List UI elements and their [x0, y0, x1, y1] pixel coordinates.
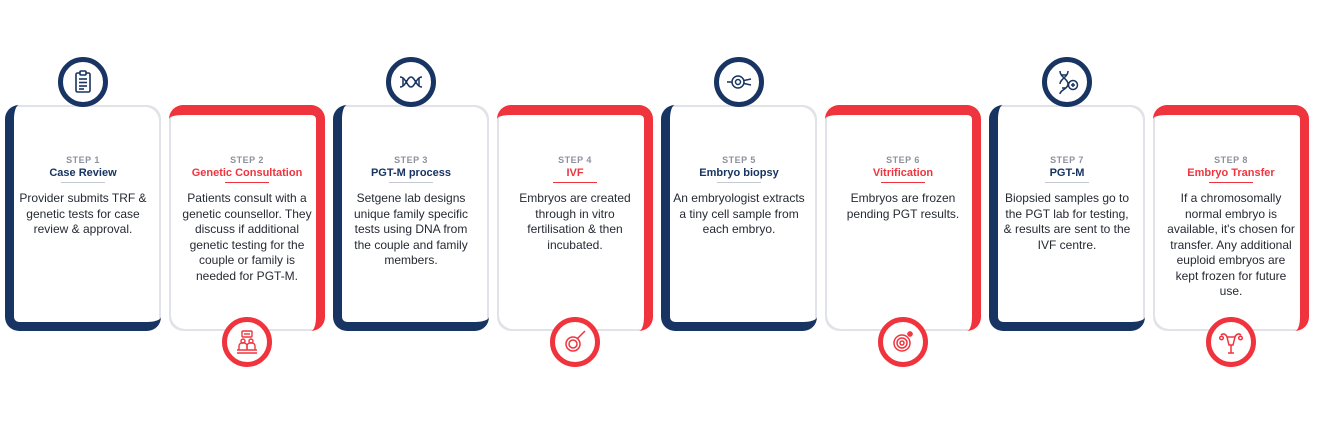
- step-icon-circle: [222, 317, 272, 367]
- step-description: Setgene lab designs unique family specif…: [353, 191, 469, 267]
- step-description: Embryos are created through in vitro fer…: [519, 191, 631, 252]
- step-card-frame: [5, 105, 161, 331]
- step-number: STEP 6: [886, 155, 920, 165]
- step-card-2: STEP 2 Genetic Consultation Patients con…: [169, 105, 325, 367]
- step-description: If a chromosomally normal embryo is avai…: [1167, 191, 1295, 298]
- title-underline: [1209, 182, 1253, 183]
- biopsy-icon: [727, 75, 752, 89]
- step-card-frame: [1153, 105, 1309, 331]
- step-icon-circle: [1206, 317, 1256, 367]
- step-number: STEP 1: [66, 155, 100, 165]
- step-card-frame: [497, 105, 653, 331]
- step-title: Embryo biopsy: [699, 167, 779, 179]
- step-icon-circle: [1042, 57, 1092, 107]
- step-icon-circle: [550, 317, 600, 367]
- step-title: Vitrification: [872, 167, 934, 179]
- fertilisation-icon: [565, 330, 586, 352]
- step-title: IVF: [566, 167, 584, 179]
- step-card-8: STEP 8 Embryo Transfer If a chromosomall…: [1153, 105, 1309, 367]
- step-title: Case Review: [49, 167, 117, 179]
- step-icon-circle: [878, 317, 928, 367]
- uterus-icon: [1218, 333, 1244, 354]
- step-card-frame: [989, 105, 1145, 331]
- step-card-7: STEP 7 PGT-M Biopsied samples go to the …: [989, 57, 1145, 331]
- title-underline: [553, 182, 597, 183]
- step-title: PGT-M: [1049, 167, 1085, 179]
- consultation-icon: [237, 330, 257, 354]
- step-card-3: STEP 3 PGT-M process Setgene lab designs…: [333, 57, 489, 331]
- step-description: Provider submits TRF & genetic tests for…: [19, 191, 147, 236]
- step-card-1: STEP 1 Case Review Provider submits TRF …: [5, 57, 161, 331]
- step-description: Embryos are frozen pending PGT results.: [846, 191, 960, 221]
- step-card-4: STEP 4 IVF Embryos are created through i…: [497, 105, 653, 367]
- step-icon-circle: [386, 57, 436, 107]
- step-description: Biopsied samples go to the PGT lab for t…: [1003, 191, 1131, 252]
- clipboard-icon: [75, 70, 91, 93]
- dna-icon: [399, 76, 423, 88]
- step-number: STEP 8: [1214, 155, 1248, 165]
- step-card-6: STEP 6 Vitrification Embryos are frozen …: [825, 105, 981, 367]
- step-icon-circle: [58, 57, 108, 107]
- dna-test-icon: [1059, 70, 1079, 95]
- step-card-5: STEP 5 Embryo biopsy An embryologist ext…: [661, 57, 817, 331]
- step-icon-circle: [714, 57, 764, 107]
- step-number: STEP 2: [230, 155, 264, 165]
- step-number: STEP 4: [558, 155, 592, 165]
- step-number: STEP 5: [722, 155, 756, 165]
- step-card-frame: [169, 105, 325, 331]
- title-underline: [61, 182, 105, 183]
- step-number: STEP 3: [394, 155, 428, 165]
- step-description: An embryologist extracts a tiny cell sam…: [673, 191, 805, 236]
- step-card-frame: [333, 105, 489, 331]
- title-underline: [1045, 182, 1089, 183]
- step-title: Genetic Consultation: [191, 167, 303, 179]
- step-title: Embryo Transfer: [1187, 167, 1275, 179]
- step-description: Patients consult with a genetic counsell…: [182, 191, 312, 283]
- step-card-frame: [661, 105, 817, 331]
- step-card-frame: [825, 105, 981, 331]
- title-underline: [389, 182, 433, 183]
- title-underline: [225, 182, 269, 183]
- title-underline: [717, 182, 761, 183]
- step-title: PGT-M process: [370, 167, 452, 179]
- frozen-embryo-icon: [893, 331, 913, 352]
- title-underline: [881, 182, 925, 183]
- step-number: STEP 7: [1050, 155, 1084, 165]
